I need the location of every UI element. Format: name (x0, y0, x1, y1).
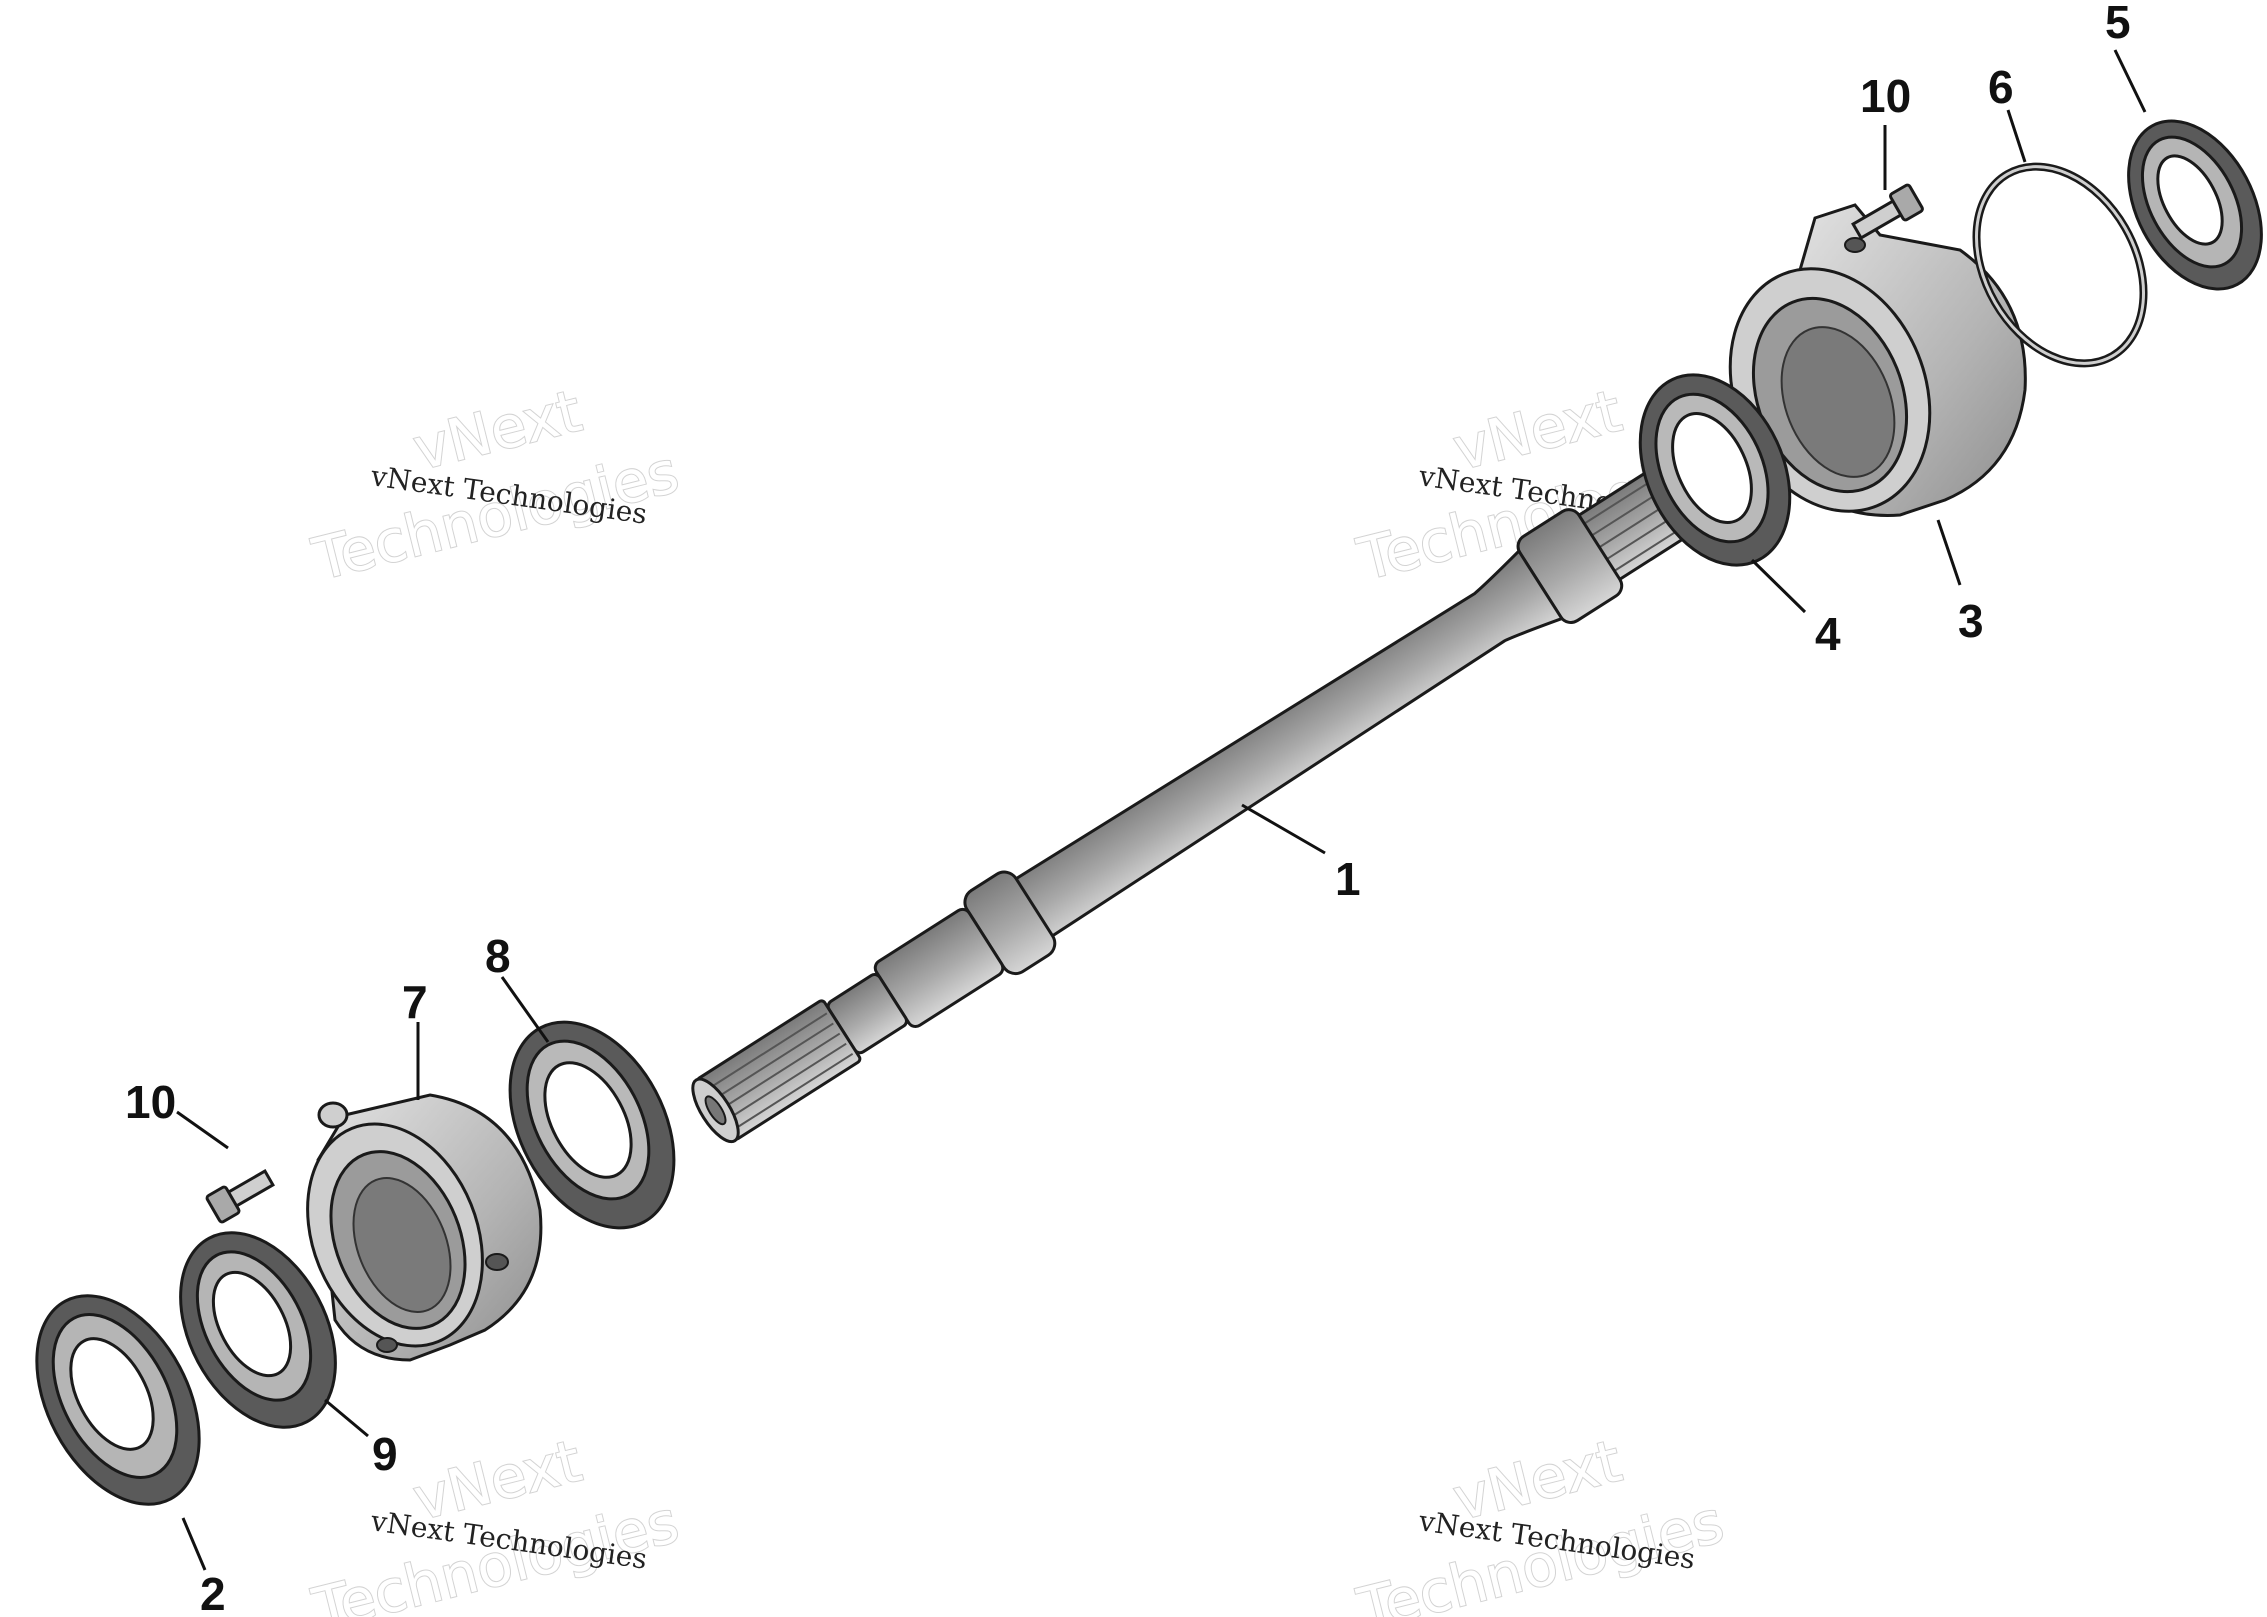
leader-8 (500, 976, 550, 1043)
callout-7: 7 (402, 976, 428, 1028)
callout-10-lower: 10 (125, 1076, 176, 1128)
bolt-part-10-lower (205, 1169, 275, 1224)
leader-lines (176, 49, 2147, 1571)
callout-2: 2 (200, 1568, 226, 1617)
watermark-top-left: vNext Technologies vNext Technologies (305, 376, 686, 595)
callout-1: 1 (1335, 853, 1361, 905)
o-ring-part-6 (1972, 162, 2148, 368)
leader-3 (1936, 519, 1962, 586)
housing-part-3 (1728, 203, 2027, 517)
watermark-bottom-right: vNext Technologies vNext Technologies (1350, 1426, 1731, 1617)
callout-8: 8 (485, 930, 511, 982)
bolt-part-10-upper (1851, 183, 1924, 240)
callout-5: 5 (2105, 0, 2131, 48)
bearing-part-8 (508, 1020, 676, 1230)
seal-part-4 (1638, 373, 1792, 567)
seal-part-9 (179, 1231, 337, 1429)
leader-6 (2006, 109, 2027, 163)
callout-10-upper: 10 (1860, 70, 1911, 122)
watermark-bottom-left: vNext Technologies vNext Technologies (305, 1426, 686, 1617)
leader-1 (1241, 803, 1326, 855)
leader-4 (1750, 558, 1807, 614)
leader-2 (181, 1517, 207, 1571)
housing-part-7 (306, 1093, 543, 1362)
callout-labels: 1 2 3 4 5 6 7 8 9 10 10 (125, 0, 2131, 1617)
leader-9 (324, 1398, 369, 1438)
callout-9: 9 (372, 1428, 398, 1480)
leader-5 (2113, 49, 2147, 113)
leader-10-lower (176, 1110, 229, 1150)
callout-4: 4 (1815, 608, 1841, 660)
dowel-pin (317, 1101, 349, 1129)
seal-part-5 (2127, 119, 2263, 291)
callout-3: 3 (1958, 595, 1984, 647)
callout-6: 6 (1988, 61, 2014, 113)
shaft-part-1 (691, 467, 1695, 1144)
seal-part-2 (35, 1294, 201, 1506)
